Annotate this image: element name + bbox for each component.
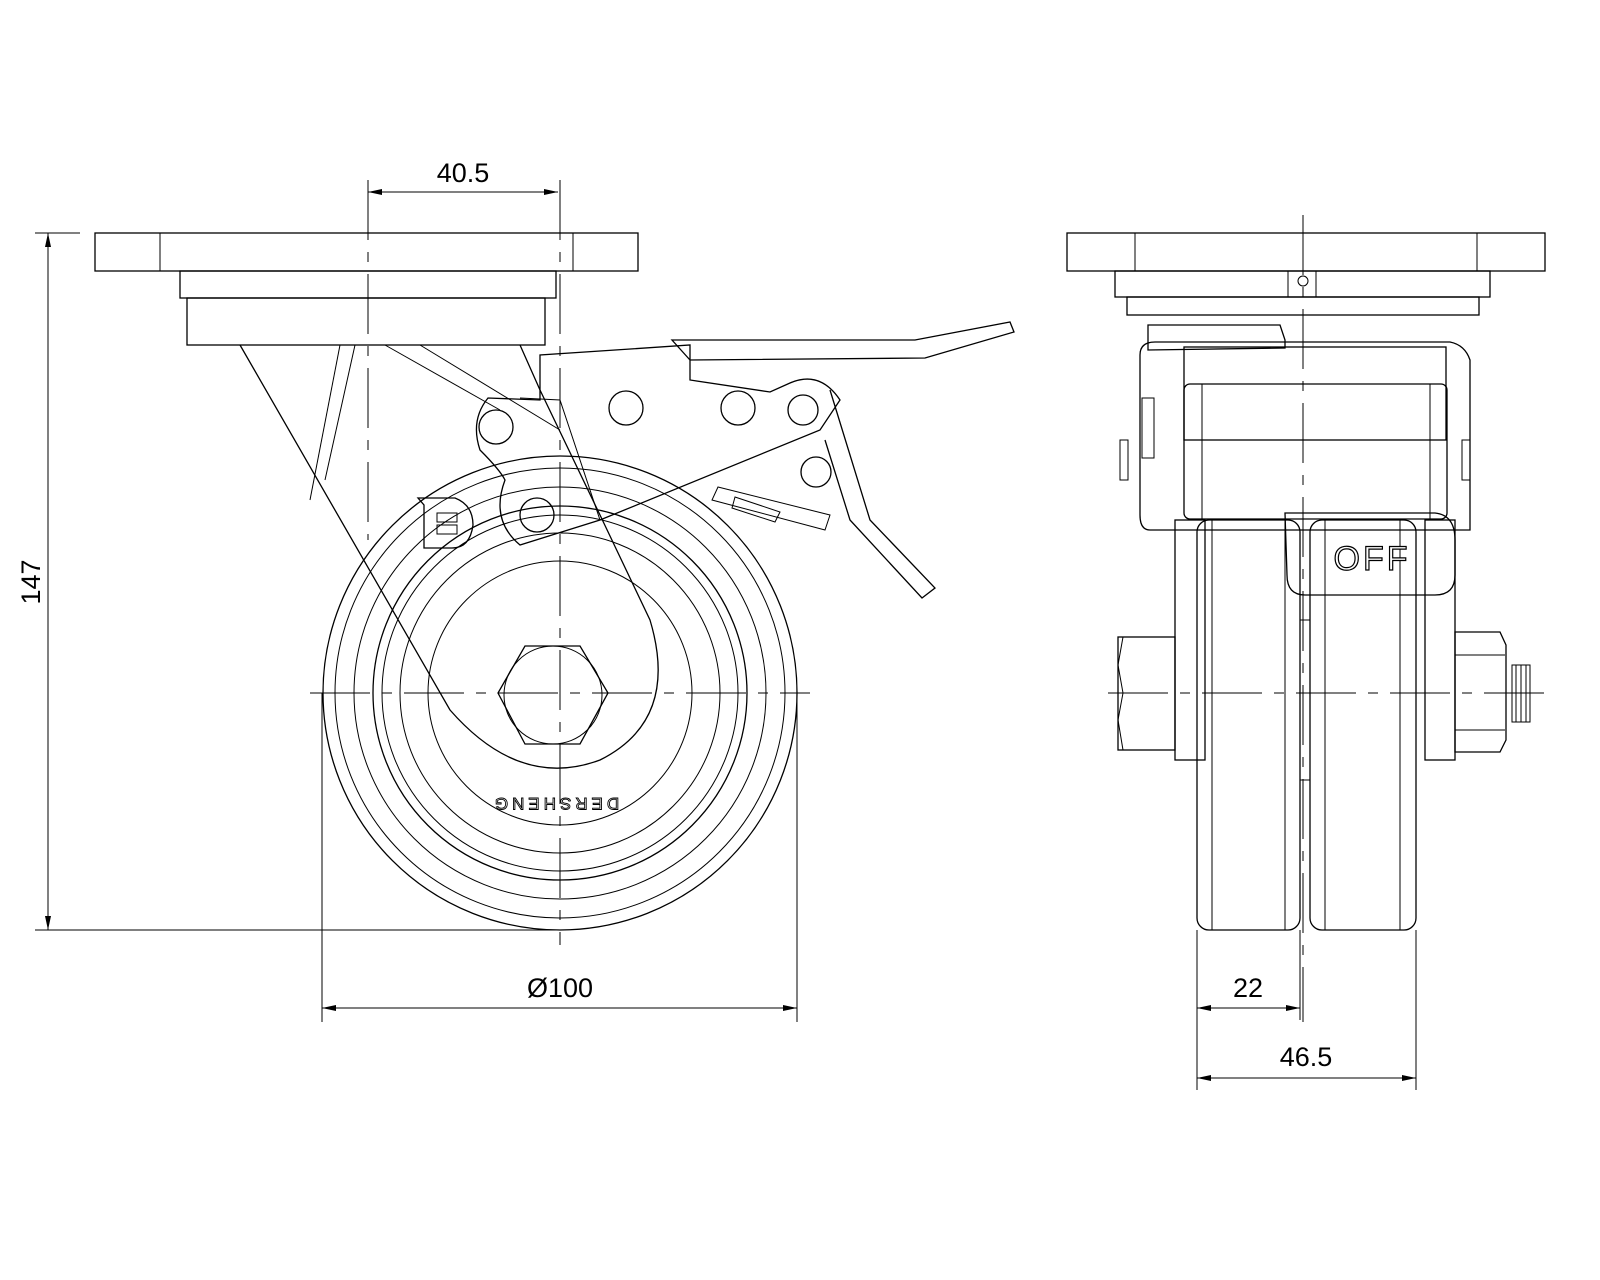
side-view: DERSHENG 40.5 147 Ø100 xyxy=(16,158,1015,1022)
brand-text: DERSHENG xyxy=(491,794,619,813)
dimension-diameter: Ø100 xyxy=(322,973,797,1011)
brand-logo xyxy=(416,497,474,549)
offset-dimension-label: 40.5 xyxy=(437,158,490,188)
swivel-bracket xyxy=(1119,324,1471,531)
axle-bolt xyxy=(1117,631,1531,753)
top-plate-front xyxy=(1066,232,1546,316)
dimension-overall-width: 46.5 xyxy=(1197,1042,1416,1081)
overall-width-dimension-label: 46.5 xyxy=(1280,1042,1333,1072)
brake-state-label: OFF xyxy=(1334,540,1411,578)
front-center-lines xyxy=(1108,215,1545,1022)
fork-plates xyxy=(1174,519,1456,761)
top-plate xyxy=(94,232,639,346)
front-view: OFF 22 46.5 xyxy=(1066,215,1546,1090)
axle-nut xyxy=(497,645,609,745)
height-dimension-label: 147 xyxy=(16,559,46,604)
dimension-wheel-width: 22 xyxy=(1196,930,1417,1090)
fork-leg xyxy=(239,344,659,769)
dimension-offset: 40.5 xyxy=(368,158,558,195)
dimension-height: 147 xyxy=(16,232,560,931)
center-lines xyxy=(310,180,810,945)
wheel-width-dimension-label: 22 xyxy=(1233,973,1263,1003)
brake-tab: OFF xyxy=(1284,512,1456,596)
twin-wheels xyxy=(1196,519,1417,931)
diameter-dimension-label: Ø100 xyxy=(527,973,593,1003)
brake-mechanism xyxy=(475,321,1015,599)
